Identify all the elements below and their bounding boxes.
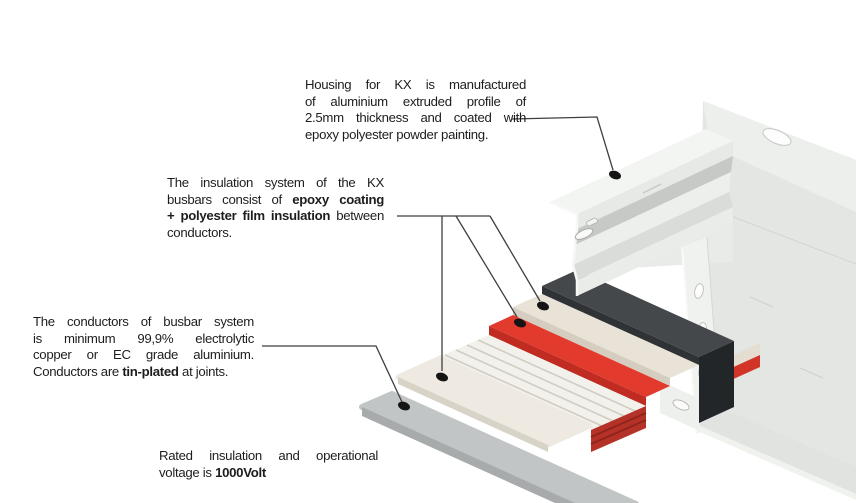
callout-line-bold: + polyester film insulation xyxy=(167,208,331,224)
top-rail-step xyxy=(573,192,733,280)
callout-line: copper or EC grade aluminium. xyxy=(33,347,254,363)
housing-wall-top-band xyxy=(703,101,856,212)
housing-side-wall xyxy=(698,101,856,478)
mounting-slot xyxy=(762,128,792,146)
conductor-plate xyxy=(359,391,639,503)
callout-dot-housing xyxy=(609,170,621,180)
callout-line-part: between xyxy=(330,208,384,224)
callout-line-bold: 1000Volt xyxy=(215,464,266,480)
callout-dot-epoxy xyxy=(514,318,526,328)
leader-insulation-diag2 xyxy=(489,215,541,302)
epoxy-coating-layer xyxy=(489,315,670,397)
top-rail-cut-highlight xyxy=(549,200,579,296)
end-seal xyxy=(542,270,734,423)
leader-conductors xyxy=(262,345,403,403)
callout-line: Rated insulation and operational xyxy=(159,448,378,463)
callout-voltage-text: Rated insulation and operational voltage… xyxy=(159,448,378,481)
top-rail-top-face xyxy=(550,129,733,214)
end-seal-side xyxy=(699,341,734,423)
polyester-film-stack xyxy=(434,335,646,430)
leader-housing xyxy=(511,116,614,171)
callout-line-part: voltage is xyxy=(159,464,216,480)
bottom-rail-lip xyxy=(700,426,856,500)
mounting-slot xyxy=(586,217,598,227)
housing-detail-dash xyxy=(749,296,774,308)
polyester-film-sheet-edge xyxy=(398,377,548,452)
callout-line-bold: tin-plated xyxy=(122,363,179,379)
callout-line: The conductors of busbar system xyxy=(33,314,254,329)
film-groove xyxy=(477,339,636,412)
housing-wall-face xyxy=(698,101,856,478)
bottom-rail-band xyxy=(700,399,856,494)
housing-bottom-rail xyxy=(660,381,856,500)
callout-line: busbars consist of epoxy coating xyxy=(167,192,384,209)
epoxy-coating-edge xyxy=(489,326,646,406)
conductor-plate-edge xyxy=(362,407,575,503)
callout-line: Conductors are tin-plated at joints. xyxy=(33,364,254,381)
callout-dots xyxy=(398,170,621,411)
top-rail-lip xyxy=(577,141,733,229)
callout-dot-top-layer xyxy=(537,301,549,311)
top-insulation-layer xyxy=(513,294,699,378)
callout-line: Housing for KX is manufactured xyxy=(305,77,526,92)
callout-line: epoxy polyester powder painting. xyxy=(305,126,489,142)
end-seal-top xyxy=(542,270,734,357)
housing-detail-dash xyxy=(799,367,824,379)
conductor-stack-end xyxy=(591,406,646,452)
top-insulation-edge xyxy=(513,307,670,386)
housing-top-rail xyxy=(549,129,733,296)
conductor-stack-end-line xyxy=(590,412,647,438)
bolt-hole xyxy=(694,283,704,299)
callout-line: is minimum 99,9% electrolytic xyxy=(33,330,254,346)
conductor-stack-end-line xyxy=(590,419,647,445)
callout-insulation-text: The insulation system of the KX busbars … xyxy=(167,175,384,241)
top-rail-groove xyxy=(575,156,733,245)
film-groove xyxy=(466,344,625,417)
callout-line-part: Conductors are xyxy=(33,363,123,379)
callout-line: conductors. xyxy=(167,224,232,240)
mounting-slot xyxy=(574,228,594,240)
leader-lines xyxy=(262,116,614,403)
callout-line: + polyester film insulation between xyxy=(167,208,384,225)
end-seal-front xyxy=(542,286,699,365)
callout-dot-film xyxy=(436,372,448,382)
callout-line-bold: epoxy coating xyxy=(292,191,384,207)
callout-line: The insulation system of the KX xyxy=(167,175,384,190)
housing-detail-dash xyxy=(642,183,662,194)
callout-housing-text: Housing for KX is manufactured of alumin… xyxy=(305,77,526,143)
film-groove xyxy=(444,354,603,427)
callout-line-part: busbars consist of xyxy=(167,191,293,207)
callout-line: 2.5mm thickness and coated with xyxy=(305,110,526,126)
callout-line: voltage is 1000Volt xyxy=(159,465,378,482)
callout-line-part: at joints. xyxy=(178,363,229,379)
top-rail-web xyxy=(573,172,731,265)
film-groove xyxy=(455,349,614,422)
mounting-slot xyxy=(672,399,690,411)
callout-dot-conductor xyxy=(398,401,410,411)
callout-conductors-text: The conductors of busbar system is minim… xyxy=(33,314,254,380)
top-rail-foot xyxy=(577,207,733,296)
leader-insulation-diag1 xyxy=(455,215,518,318)
housing-fold-line xyxy=(709,207,856,265)
callout-line: of aluminium extruded profile of xyxy=(305,93,526,109)
